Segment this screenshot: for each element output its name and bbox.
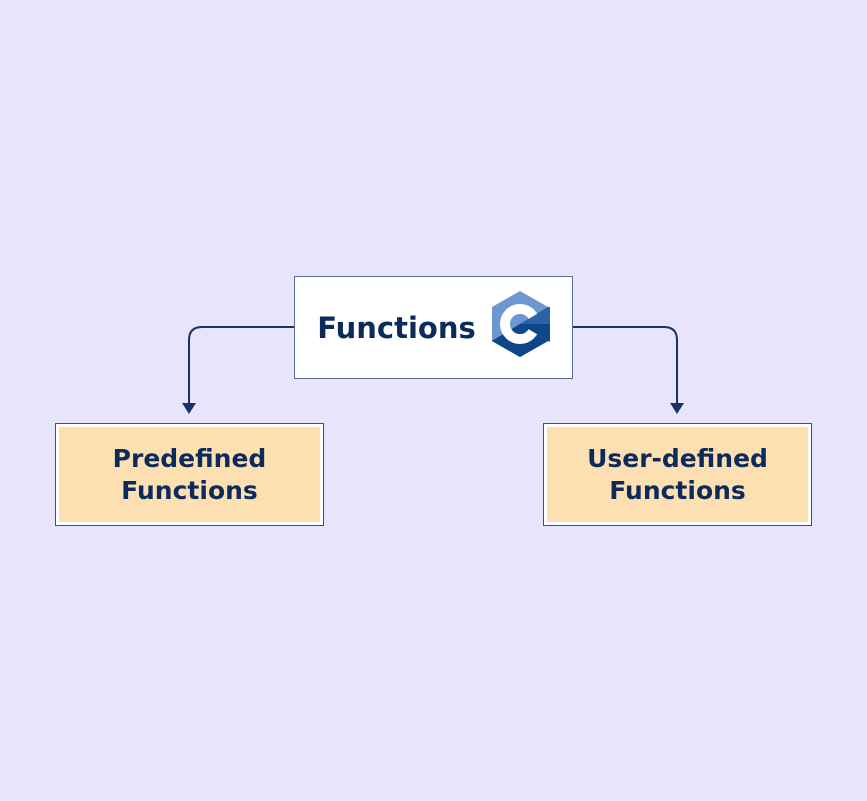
node-label-line1: User-defined	[587, 443, 768, 473]
node-label-line2: Functions	[609, 475, 746, 505]
user-defined-functions-node: User-defined Functions	[543, 423, 812, 526]
connector-right	[573, 326, 678, 404]
root-node: Functions	[294, 276, 573, 379]
predefined-functions-node: Predefined Functions	[55, 423, 324, 526]
root-label: Functions	[317, 310, 476, 345]
c-language-logo-icon	[490, 291, 552, 364]
node-label-line2: Functions	[121, 475, 258, 505]
connector-left	[188, 326, 294, 404]
arrow-right-icon	[670, 403, 684, 414]
node-label-line1: Predefined	[112, 443, 267, 473]
arrow-left-icon	[182, 403, 196, 414]
